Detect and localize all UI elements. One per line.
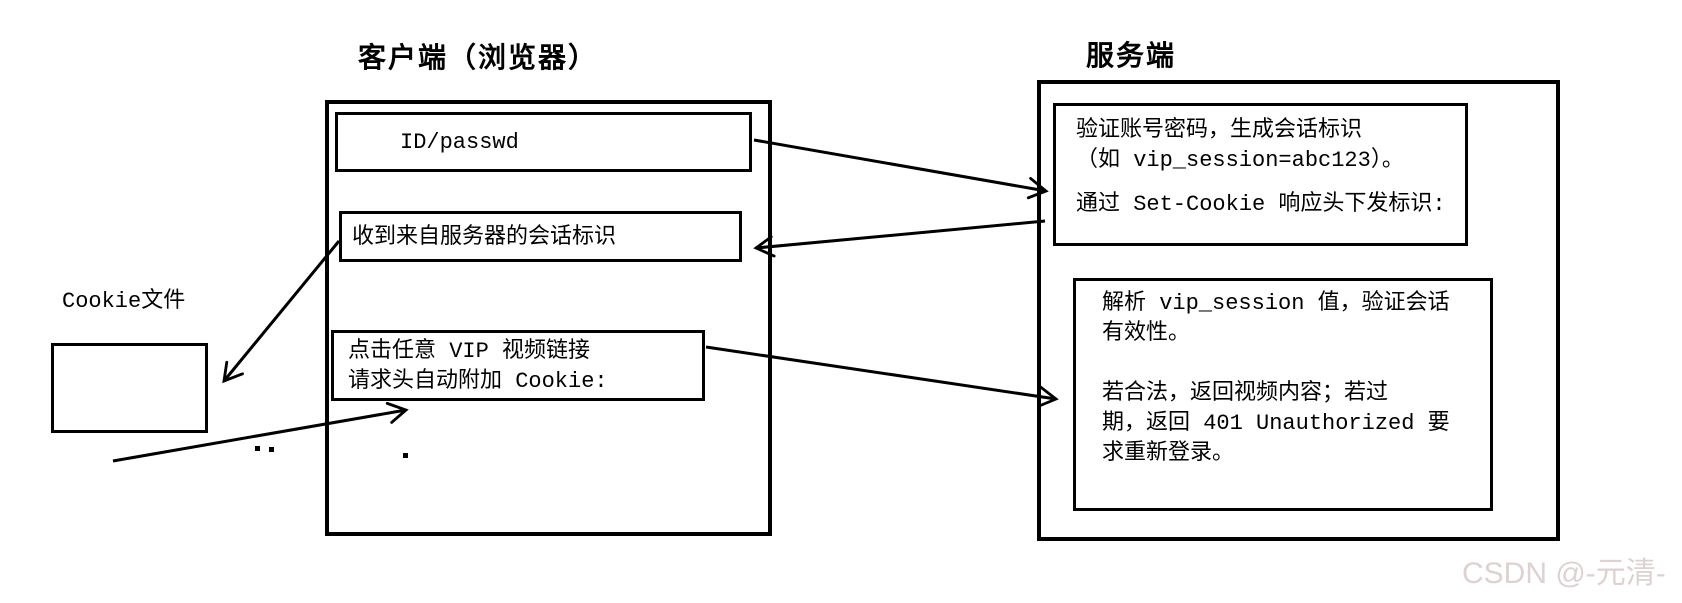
session-received-box: 收到来自服务器的会话标识 <box>339 211 742 262</box>
session-received-label: 收到来自服务器的会话标识 <box>352 225 617 250</box>
validate-line2: 有效性。 <box>1102 321 1191 346</box>
validate-gap <box>1102 349 1490 379</box>
auth-session-box: 验证账号密码，生成会话标识 （如 vip_session=abc123）。 通过… <box>1053 103 1468 246</box>
vip-click-line1: 点击任意 VIP 视频链接 <box>348 339 591 364</box>
validate-line3: 若合法，返回视频内容；若过 <box>1102 381 1389 406</box>
arrow-save-cookie <box>222 240 341 384</box>
vip-click-box: 点击任意 VIP 视频链接 请求头自动附加 Cookie: <box>331 330 705 401</box>
cookie-file-box <box>51 343 208 433</box>
client-title: 客户端（浏览器） <box>358 45 599 76</box>
auth-line2: （如 vip_session=abc123）。 <box>1076 148 1404 173</box>
arrow-login-request <box>753 138 1049 200</box>
auth-gap <box>1076 176 1465 190</box>
validate-line1: 解析 vip_session 值，验证会话 <box>1102 291 1450 316</box>
validate-line5: 求重新登录。 <box>1102 441 1235 466</box>
arrow-setcookie-response <box>753 219 1046 258</box>
cookie-file-label: Cookie文件 <box>62 289 186 314</box>
csdn-watermark: CSDN @-元清- <box>1462 557 1666 590</box>
vip-click-line2: 请求头自动附加 Cookie: <box>348 369 608 394</box>
client-container <box>325 100 772 536</box>
auth-line3: 通过 Set-Cookie 响应头下发标识: <box>1076 192 1446 217</box>
server-title: 服务端 <box>1086 43 1177 74</box>
validate-line4: 期，返回 401 Unauthorized 要 <box>1102 411 1450 436</box>
auth-line1: 验证账号密码，生成会话标识 <box>1076 118 1363 143</box>
id-passwd-label: ID/passwd <box>400 130 519 155</box>
id-passwd-box: ID/passwd <box>335 112 752 172</box>
validate-session-box: 解析 vip_session 值，验证会话 有效性。 若合法，返回视频内容；若过… <box>1073 278 1493 511</box>
